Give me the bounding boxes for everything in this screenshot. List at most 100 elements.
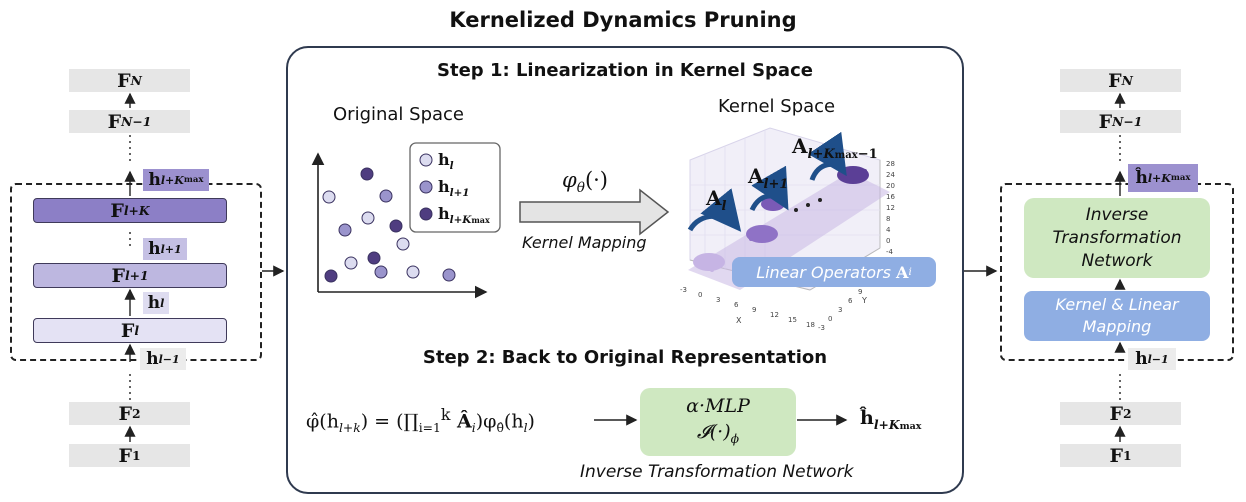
- eq-mid: ) = (∏: [360, 410, 419, 433]
- step2-output-subsub: max: [899, 420, 922, 432]
- left-dynamics-frame: [10, 183, 262, 361]
- step2-title: Step 2: Back to Original Representation: [422, 347, 828, 368]
- eq-A-sub: i: [471, 421, 476, 436]
- left-layer-F1-sub: 1: [131, 448, 141, 463]
- legend-label-hl: hl: [438, 150, 454, 172]
- kernel-space-plot: [687, 127, 890, 291]
- right-layer-FN-1-sub: N−1: [1112, 114, 1143, 129]
- op-label-AlKmax-sub: l+K: [807, 147, 835, 162]
- op-label-AlKmax-tail: −1: [857, 147, 878, 162]
- right-hidden-lm1-sub: l−1: [1147, 352, 1169, 366]
- original-space-axes: [311, 152, 488, 299]
- left-layer-Fl-sub: l: [134, 323, 140, 338]
- step2-inverse-box: α·MLP 𝓘(·)ϕ: [640, 388, 796, 456]
- cluster-l: [693, 253, 725, 272]
- left-hidden-lKmax-main: h: [148, 170, 161, 190]
- linear-operators-sub: i: [908, 266, 912, 278]
- kernel-y-tick-3: 6: [848, 297, 853, 305]
- kernel-y-tick-4: 9: [858, 288, 863, 296]
- legend-label-hl-main: h: [438, 150, 450, 169]
- left-layer-Fl1-sub: l+1: [124, 268, 149, 283]
- left-hidden-l-main: h: [147, 293, 161, 313]
- right-hidden-hat-sub: l+K: [1147, 171, 1171, 185]
- right-layer-F2-sub: 2: [1122, 406, 1132, 421]
- kernel-x-tick-4: 9: [752, 306, 757, 314]
- kernel-z-tick-7: 0: [886, 237, 891, 245]
- left-layer-F1-main: F: [118, 444, 132, 467]
- left-hidden-l1-main: h: [148, 239, 161, 259]
- kernel-y-tick-0: -3: [818, 324, 825, 332]
- kernel-z-tick-1: 24: [886, 171, 895, 179]
- left-layer-FlK-main: F: [110, 199, 124, 222]
- legend-swatch-hlKmax: [419, 207, 433, 221]
- legend-label-hlKmax-main: h: [438, 204, 450, 223]
- linear-operators-text: Linear Operators: [756, 262, 891, 282]
- kernel-z-tick-3: 16: [886, 193, 895, 201]
- right-layer-FN-main: F: [1108, 69, 1122, 92]
- legend-swatch-hl1: [419, 180, 433, 194]
- op-label-AlKmax: Al+Kmax−1: [792, 134, 878, 162]
- eq-close: ): [527, 410, 535, 433]
- right-hidden-hat-subsub: max: [1170, 173, 1191, 183]
- step2-box-line1: α·MLP: [686, 394, 750, 417]
- map-symbol-sub: θ: [576, 180, 585, 197]
- legend-box: [409, 142, 501, 233]
- left-layer-FN-label: F: [117, 69, 131, 92]
- step2-output-main: ĥ: [860, 407, 874, 429]
- diagram-title: Kernelized Dynamics Pruning: [449, 8, 797, 32]
- op-label-Al-sub: l: [721, 199, 727, 214]
- eq-prod-sup: k: [440, 405, 451, 424]
- kernel-y-axis-label: Y: [862, 296, 867, 305]
- right-layer-F2-main: F: [1109, 402, 1123, 425]
- right-stack-connectors: [964, 92, 1126, 442]
- eq-prod-sub: i=1: [418, 421, 441, 436]
- left-layer-FN-1-label: F: [107, 110, 122, 133]
- legend-label-hl1: hl+1: [438, 177, 470, 199]
- kernel-z-tick-8: -4: [886, 248, 893, 256]
- op-label-AlKmax-main: A: [792, 134, 808, 158]
- eq-lhs-sub: l+k: [338, 421, 361, 436]
- op-label-Al-main: A: [706, 186, 722, 210]
- kernel-space-label: Kernel Space: [718, 96, 836, 117]
- left-hidden-lKmax-subsub: max: [183, 175, 204, 185]
- right-hidden-hat-main: ĥ: [1135, 168, 1148, 188]
- step2-caption: Inverse Transformation Network: [580, 462, 854, 482]
- left-hidden-l-sub: l: [160, 296, 165, 310]
- right-layer-F1-sub: 1: [1122, 448, 1132, 463]
- kernel-x-tick-2: 3: [716, 296, 721, 304]
- right-layer-FN-1-main: F: [1098, 110, 1113, 133]
- eq-lhs: φ̂(h: [306, 410, 339, 433]
- legend-label-hlKmax: hl+Kmax: [438, 204, 490, 226]
- step2-equation: φ̂(hl+k) = (∏i=1k Âi)φθ̂(hl): [306, 405, 535, 435]
- step2-output-sub: l+K: [873, 416, 900, 432]
- right-layer-FN-sub: N: [1121, 73, 1133, 88]
- op-label-Al1: Al+1: [748, 164, 788, 192]
- cluster-l1: [746, 225, 778, 243]
- step2-box-line2-main: 𝓘(·): [696, 420, 731, 443]
- kernel-mapping-caption: Kernel Mapping: [522, 233, 647, 252]
- kernel-z-tick-6: 4: [886, 226, 891, 234]
- op-arrow-3: [807, 131, 847, 181]
- eq-rhs-arg-sub: l: [523, 421, 528, 436]
- right-inverse-transformation-box: Inverse Transformation Network: [1024, 198, 1210, 278]
- eq-A: Â: [450, 410, 472, 433]
- kernel-mapping-symbol: φθ(·): [562, 168, 608, 196]
- linear-operators-sym: A: [896, 262, 909, 282]
- right-hidden-lm1-main: h: [1135, 349, 1148, 369]
- kernel-z-tick-4: 12: [886, 204, 895, 212]
- step2-box-line2: 𝓘(·)ϕ: [697, 419, 739, 452]
- step2-box-line2-sub: ϕ: [730, 431, 740, 446]
- kernel-z-tick-5: 8: [886, 215, 891, 223]
- kernel-x-tick-0: -3: [680, 286, 687, 294]
